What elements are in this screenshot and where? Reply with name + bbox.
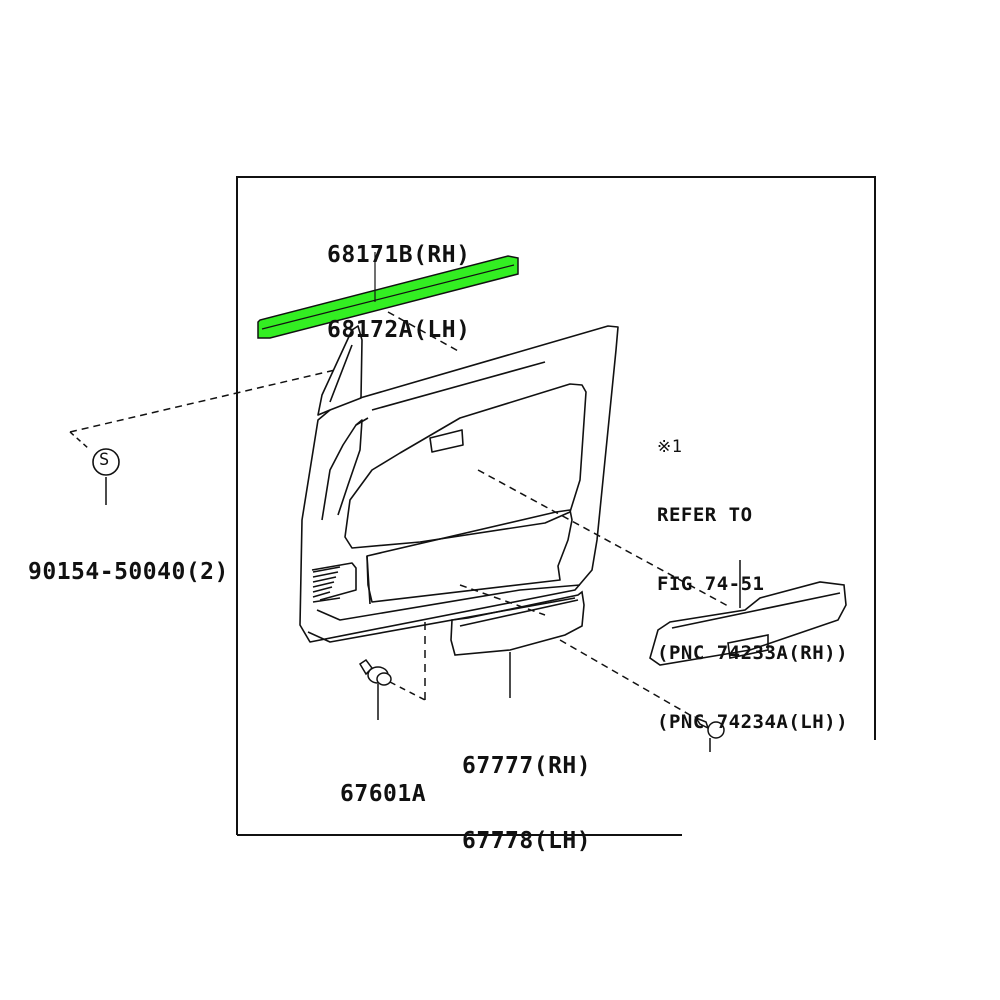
part-number-lh[interactable]: 67778(LH) — [462, 828, 592, 854]
armrest-part[interactable] — [649, 581, 847, 666]
armrest-screw-part[interactable] — [694, 716, 725, 739]
pocket-label[interactable]: 67777(RH) 67778(LH) — [462, 704, 591, 879]
armrest-reference-note[interactable]: REFER TO FIG 74-51 (PNC 74233A(RH)) (PNC… — [657, 458, 848, 757]
pnc-lh-text: (PNC 74234A(LH)) — [657, 711, 849, 733]
screw-label[interactable]: 90154-50040(2) — [28, 510, 229, 610]
part-number-lh[interactable]: 68172A(LH) — [327, 317, 471, 343]
glass-weatherstrip-part[interactable] — [257, 252, 519, 339]
figure-reference-link[interactable]: FIG 74-51 — [657, 573, 765, 595]
pnc-rh-text: (PNC 74233A(RH)) — [657, 642, 849, 664]
pocket-part[interactable] — [450, 590, 585, 656]
diagram-frame — [236, 176, 876, 836]
part-number-rh[interactable]: 67777(RH) — [462, 753, 592, 779]
part-number-rh[interactable]: 68171B(RH) — [327, 242, 471, 268]
screw-leader — [69, 369, 336, 505]
note-marker: ※1 — [657, 437, 683, 457]
glass-weatherstrip-label[interactable]: 68171B(RH) 68172A(LH) — [327, 193, 470, 368]
clip-part[interactable] — [358, 658, 392, 686]
part-number[interactable]: 67601A — [340, 781, 427, 807]
door-trim-board-part — [299, 325, 619, 643]
part-number[interactable]: 90154-50040(2) — [28, 559, 229, 585]
refer-to-text: REFER TO — [657, 504, 753, 526]
screw-s-symbol[interactable] — [92, 448, 120, 476]
screw-s-symbol-text: S — [99, 450, 110, 470]
clip-label[interactable]: 67601A — [340, 732, 426, 832]
speaker-grille — [312, 566, 341, 603]
